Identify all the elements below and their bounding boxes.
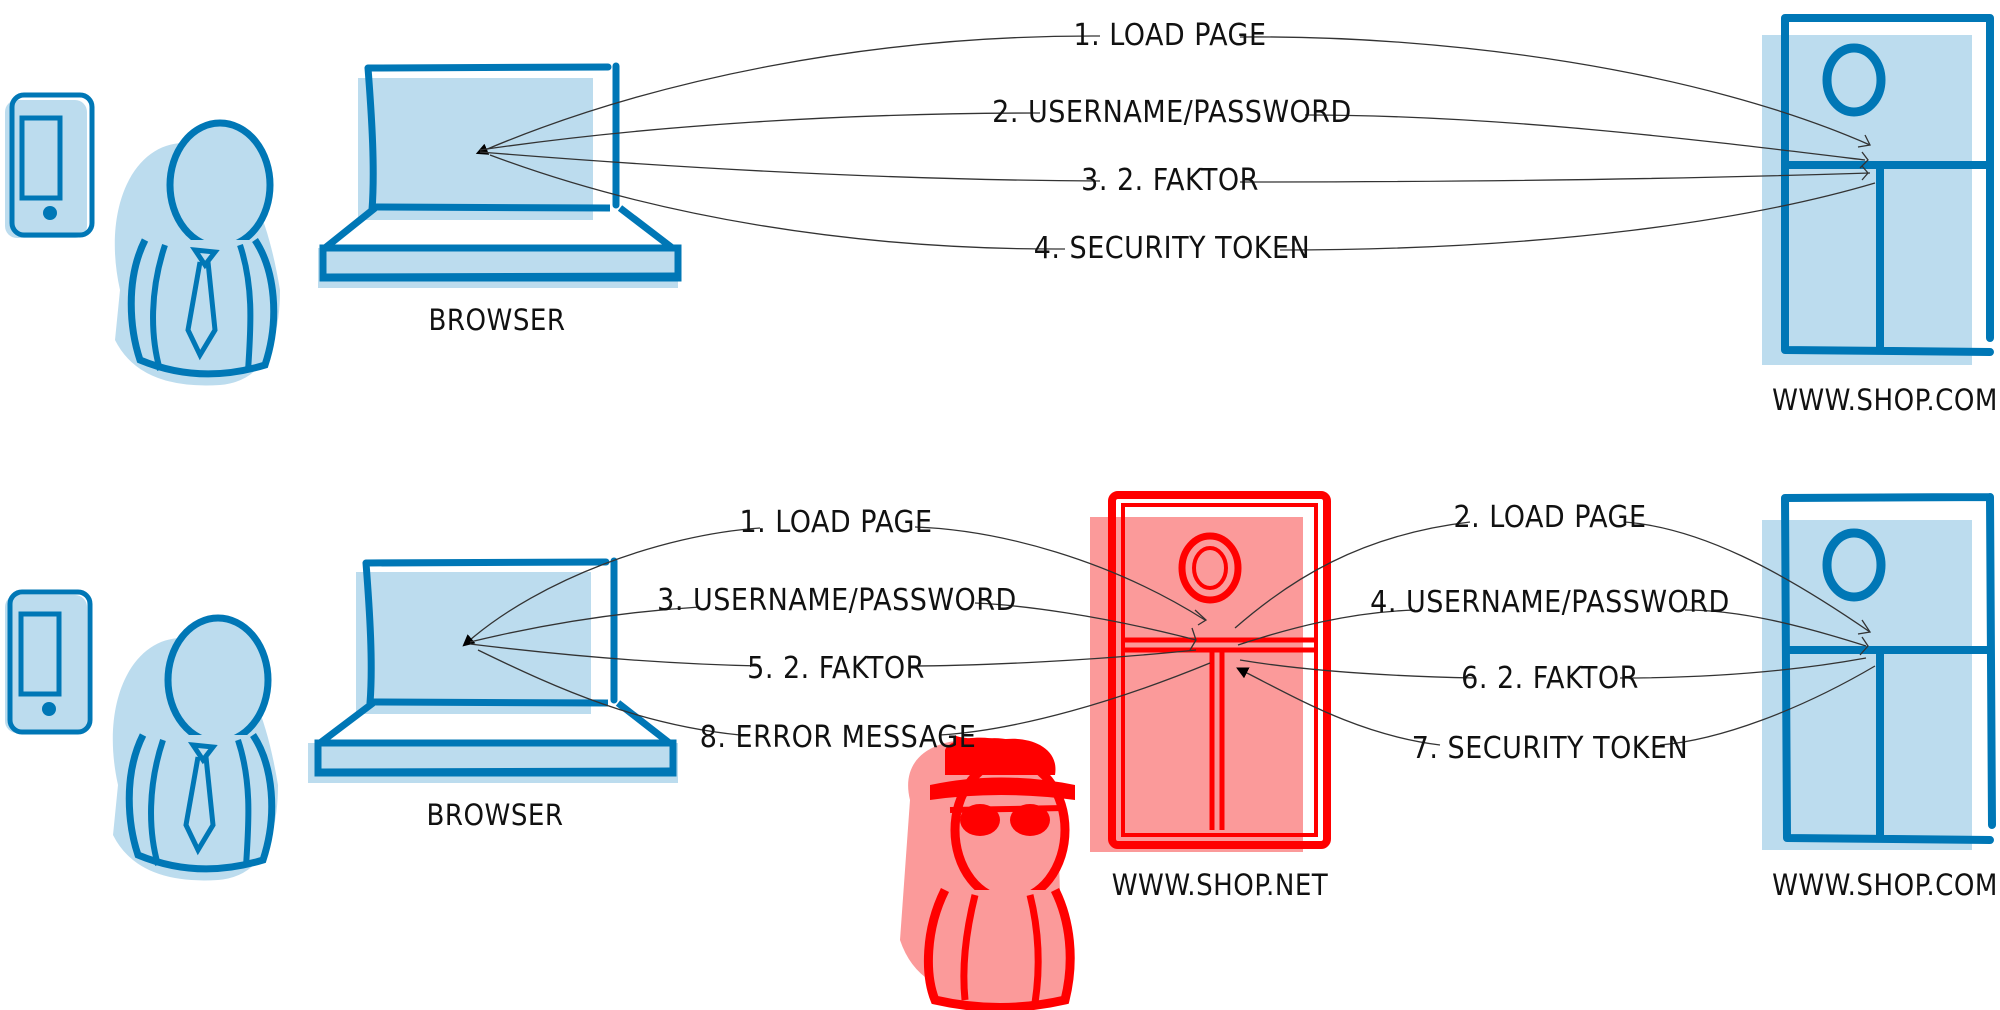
phone-icon: [5, 92, 95, 238]
top-scenario: BROWSER WWW.SHOP.COM 1. LOAD PAGE 2. USE…: [5, 14, 1998, 417]
right-step-4-label: 4. USERNAME/PASSWORD: [1370, 585, 1730, 620]
left-step-1-label: 1. LOAD PAGE: [739, 505, 932, 540]
left-step-5-label: 5. 2. FAKTOR: [747, 651, 925, 686]
bottom-scenario: BROWSER WWW.SHOP.NET: [5, 491, 1998, 1010]
laptop-icon: [308, 557, 678, 783]
right-step-7-label: 7. SECURITY TOKEN: [1412, 731, 1689, 766]
browser-label: BROWSER: [426, 798, 563, 832]
left-step-8-label: 8. ERROR MESSAGE: [700, 720, 977, 755]
left-step-3-label: 3. USERNAME/PASSWORD: [657, 583, 1017, 618]
laptop-icon: [318, 62, 682, 288]
right-connections: [1234, 521, 1876, 746]
server-label: WWW.SHOP.COM: [1772, 868, 1998, 902]
phone-icon: [5, 589, 93, 735]
right-step-6-label: 6. 2. FAKTOR: [1461, 661, 1639, 696]
right-step-2-label: 2. LOAD PAGE: [1453, 500, 1646, 535]
browser-label: BROWSER: [428, 303, 565, 337]
user-icon: [112, 614, 278, 881]
attacker-icon: [900, 735, 1075, 1010]
top-step-3-label: 3. 2. FAKTOR: [1081, 163, 1259, 198]
server-door-icon: [1762, 14, 1994, 365]
attacker-site-label: WWW.SHOP.NET: [1112, 868, 1329, 902]
user-icon: [114, 119, 280, 386]
top-step-1-label: 1. LOAD PAGE: [1073, 18, 1266, 53]
left-connections: [462, 526, 1211, 736]
server-door-icon: [1762, 493, 1996, 850]
top-connections: [475, 35, 1876, 251]
top-step-2-label: 2. USERNAME/PASSWORD: [992, 95, 1352, 130]
attacker-door-icon: [1090, 491, 1331, 852]
server-label: WWW.SHOP.COM: [1772, 383, 1998, 417]
top-step-4-label: 4. SECURITY TOKEN: [1034, 231, 1311, 266]
